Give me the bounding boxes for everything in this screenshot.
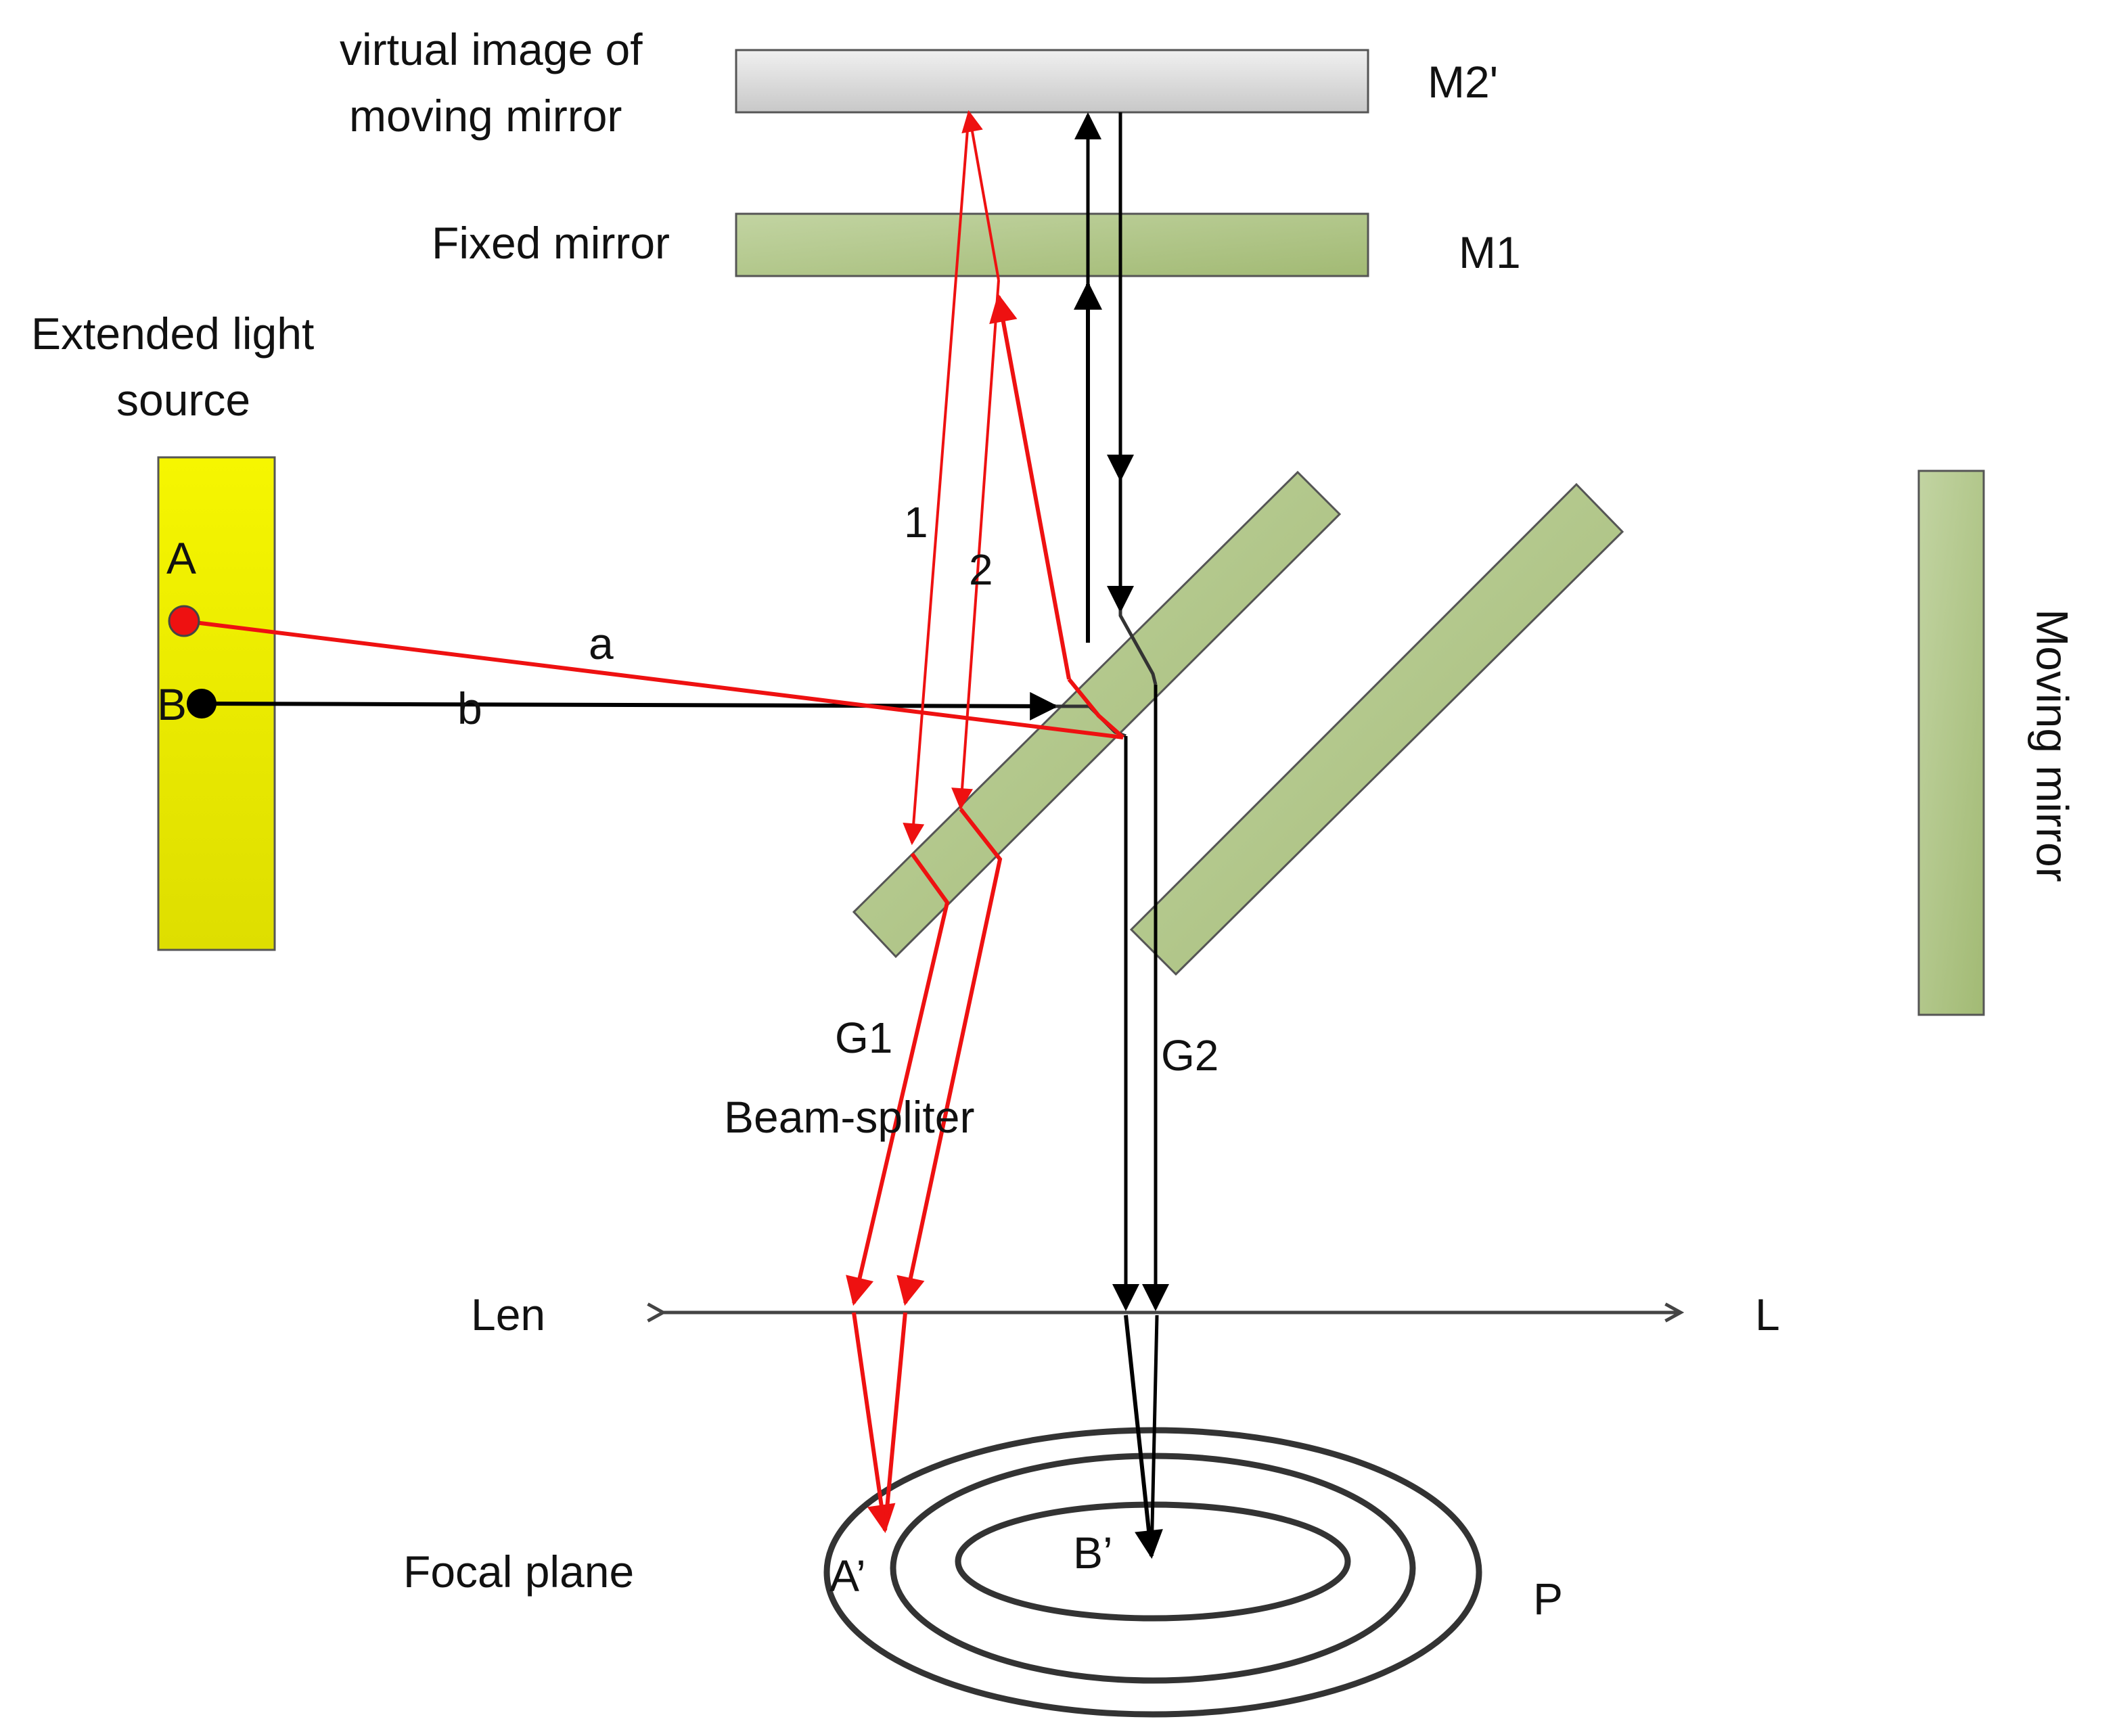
focal-plane-label: Focal plane <box>403 1547 634 1597</box>
ray-1-label: 1 <box>904 498 928 547</box>
ray-b-label: b <box>457 683 482 733</box>
b-prime-label: B’ <box>1073 1528 1113 1578</box>
ray-b-focus-right <box>1149 1315 1159 1557</box>
ray-a-incident <box>183 619 1124 739</box>
beam-splitter-label: Beam-spliter <box>724 1092 974 1142</box>
fixed-mirror-m1 <box>735 212 1369 277</box>
g2-label: G2 <box>1161 1031 1219 1080</box>
ray-2-focus <box>883 1312 907 1531</box>
point-b-marker <box>187 689 217 718</box>
point-b-label: B <box>157 679 187 729</box>
light-source-label-line1: Extended light <box>31 309 314 359</box>
fixed-mirror-label: Fixed mirror <box>432 218 670 268</box>
ray-a-inside-splitter <box>1067 678 1124 739</box>
m1-label: M1 <box>1459 227 1521 277</box>
virtual-image-label-line2: moving mirror <box>349 91 622 141</box>
virtual-image-label-line1: virtual image of <box>340 24 643 74</box>
ray-2-label: 2 <box>969 545 993 594</box>
ray-1-focus <box>852 1312 896 1534</box>
ray-b-incident <box>201 691 1059 721</box>
black-rays <box>201 112 1169 1559</box>
point-a-label: A <box>166 533 196 583</box>
ray-2-through-splitter <box>896 808 1003 1306</box>
p-label: P <box>1533 1574 1563 1624</box>
g1-label: G1 <box>835 1013 892 1062</box>
moving-mirror <box>1917 470 1985 1016</box>
ray-1-through-splitter <box>846 852 950 1306</box>
light-source-label-line2: source <box>116 375 250 425</box>
l-label: L <box>1755 1289 1780 1340</box>
moving-mirror-label: Moving mirror <box>2028 609 2078 882</box>
ray-a-to-fixed-mirror <box>989 293 1071 680</box>
ray-a-fixed-to-virtual <box>961 110 1000 281</box>
m2-prime-label: M2' <box>1428 57 1498 107</box>
lens-label: Len <box>471 1289 545 1340</box>
ray-1-down <box>903 112 970 846</box>
red-rays <box>183 110 1124 1534</box>
ray-2-down <box>951 279 1000 810</box>
a-prime-label: A’ <box>829 1551 866 1601</box>
ray-b-refracted-in-g2 <box>1118 610 1158 685</box>
compensator-plate-g2 <box>1129 482 1624 976</box>
ray-a-label: a <box>589 618 614 668</box>
ray-b-focus-left <box>1124 1315 1163 1559</box>
virtual-mirror-m2-prime <box>735 49 1369 114</box>
point-a-marker <box>168 605 200 637</box>
